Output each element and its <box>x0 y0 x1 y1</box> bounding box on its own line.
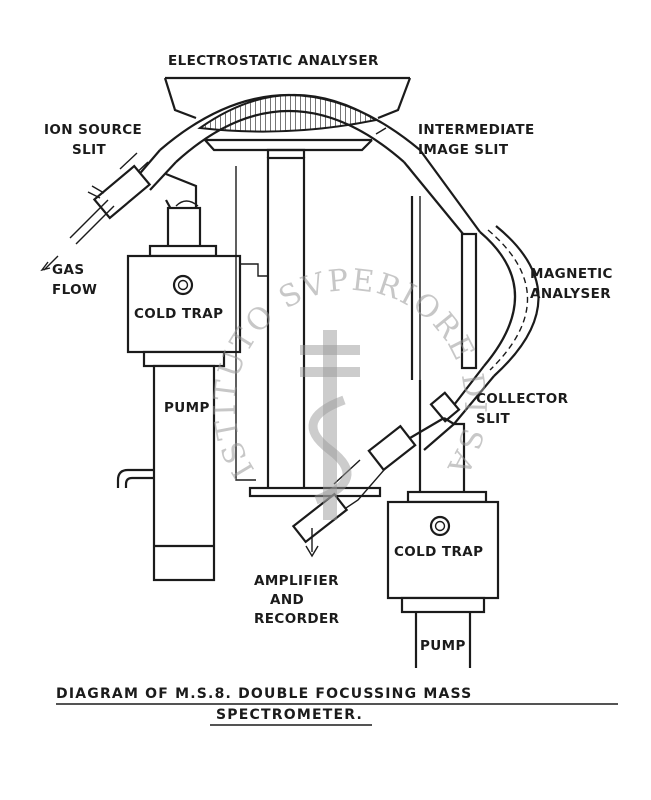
label-amplifier: AMPLIFIER <box>254 573 339 589</box>
label-pump-right: PUMP <box>420 638 466 654</box>
ion-source <box>40 149 202 272</box>
electrostatic-analyser <box>159 76 421 163</box>
label-image-slit: IMAGE SLIT <box>418 142 509 158</box>
caption-line-1: DIAGRAM OF M.S.8. DOUBLE FOCUSSING MASS <box>56 686 472 702</box>
label-cold-trap-left: COLD TRAP <box>134 306 223 322</box>
flight-tube <box>375 127 481 241</box>
pump-right <box>414 612 472 668</box>
label-pump-left: PUMP <box>164 400 210 416</box>
central-column <box>235 148 421 498</box>
label-analyser: ANALYSER <box>530 286 611 302</box>
label-intermediate: INTERMEDIATE <box>418 122 535 138</box>
cold-trap-right <box>386 490 500 614</box>
label-cold-trap-right: COLD TRAP <box>394 544 483 560</box>
label-ion-source-slit: SLIT <box>72 142 107 158</box>
label-electrostatic-analyser: ELECTROSTATIC ANALYSER <box>168 53 379 69</box>
label-flow: FLOW <box>52 282 97 298</box>
label-collector: COLLECTOR <box>476 391 569 407</box>
cold-trap-left <box>126 244 272 368</box>
label-collector-slit: SLIT <box>476 411 511 427</box>
caption-line-2: SPECTROMETER. <box>216 707 363 723</box>
label-ion-source: ION SOURCE <box>44 122 142 138</box>
label-and: AND <box>270 592 304 608</box>
label-recorder: RECORDER <box>254 611 340 627</box>
svg-text:ISTITUTO SVPERIORE DI SANITÀ: ISTITUTO SVPERIORE DI SANITÀ <box>0 0 492 484</box>
label-gas: GAS <box>52 262 84 278</box>
label-magnetic: MAGNETIC <box>530 266 613 282</box>
magnetic-analyser <box>443 225 540 425</box>
pump-left <box>116 364 216 582</box>
